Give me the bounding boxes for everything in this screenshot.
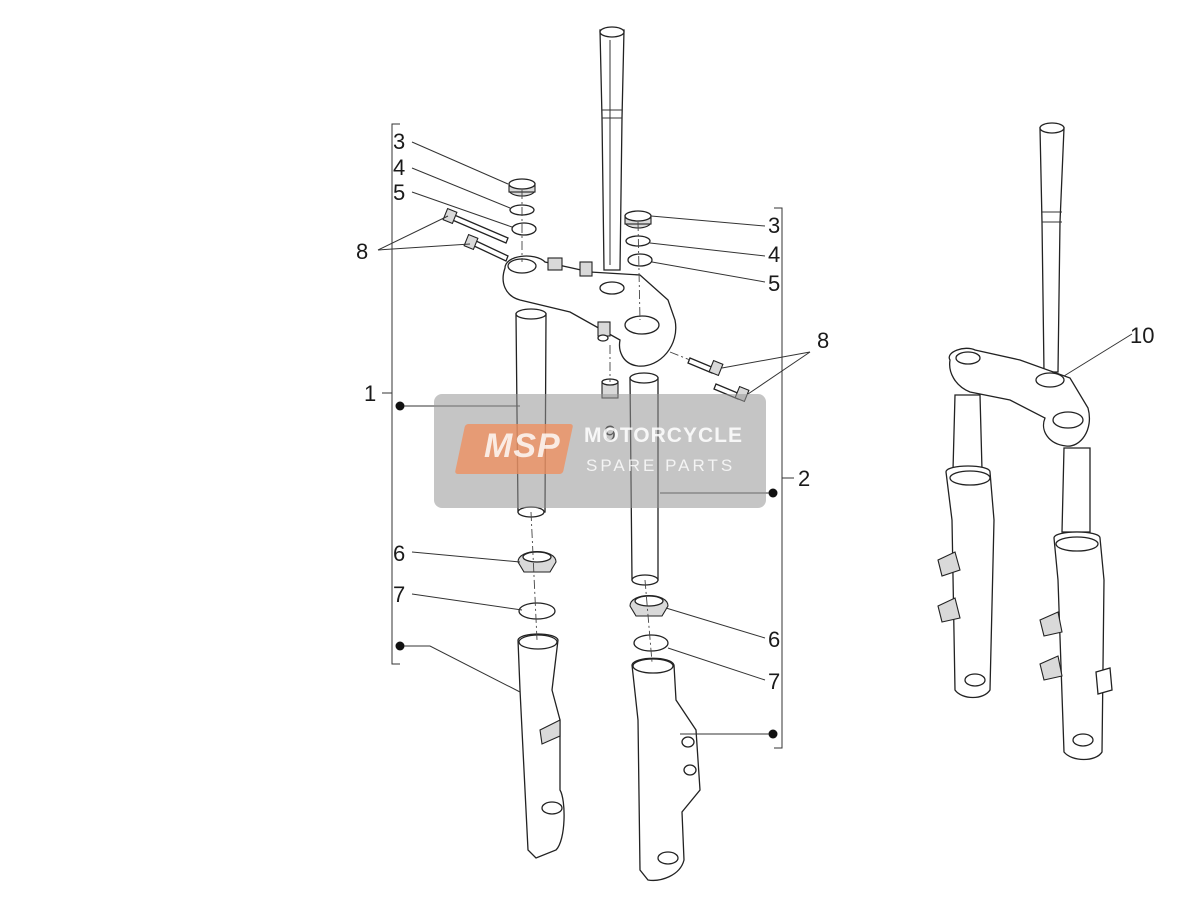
- watermark-logo-text: MSP: [484, 427, 561, 465]
- dust-seals: [517, 551, 669, 652]
- leader-lines: [377, 141, 1133, 681]
- callout-3-right: 3: [768, 213, 780, 238]
- bush-9: [597, 334, 619, 399]
- lower-fork-crown: [502, 255, 677, 367]
- callout-6-left: 6: [393, 541, 405, 566]
- callout-1: 1: [364, 381, 376, 406]
- callout-labels: 1 2 3 4 5 8 3 4 5 8 9 10 6 7 6 7: [356, 129, 1154, 694]
- fork-slider-left: [517, 633, 565, 859]
- callout-5-right: 5: [768, 271, 780, 296]
- bracket-2: [774, 207, 794, 749]
- callout-8-right: 8: [817, 328, 829, 353]
- watermark: MSP MOTORCYCLE SPARE PARTS: [434, 394, 766, 508]
- callout-6-right: 6: [768, 627, 780, 652]
- callout-10: 10: [1130, 323, 1154, 348]
- watermark-subtitle: SPARE PARTS: [586, 456, 736, 475]
- callout-8-left: 8: [356, 239, 368, 264]
- callout-4-left: 4: [393, 155, 405, 180]
- callout-3-left: 3: [393, 129, 405, 154]
- callout-4-right: 4: [768, 242, 780, 267]
- complete-fork-assembly: [937, 122, 1113, 761]
- bolts-left: [442, 207, 509, 262]
- watermark-title: MOTORCYCLE: [584, 424, 743, 447]
- callout-2: 2: [798, 466, 810, 491]
- fork-slider-right: [631, 657, 701, 882]
- assembly-axes: [521, 190, 691, 663]
- steering-stem: [599, 26, 625, 271]
- callout-7-right: 7: [768, 669, 780, 694]
- callout-5-left: 5: [393, 180, 405, 205]
- bracket-1: [382, 123, 400, 665]
- callout-7-left: 7: [393, 582, 405, 607]
